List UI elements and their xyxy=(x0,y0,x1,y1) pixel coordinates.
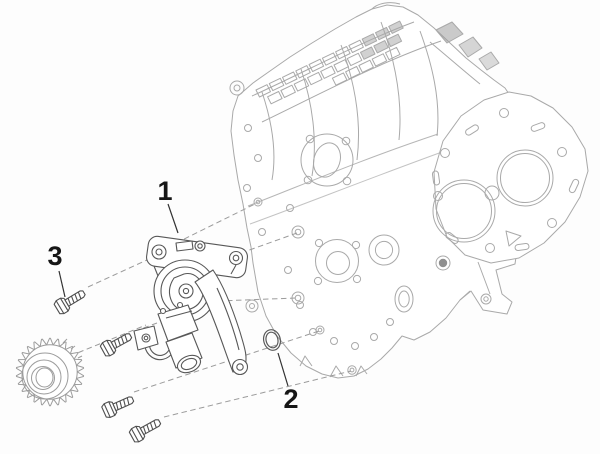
oval-port xyxy=(394,285,414,313)
balance-shaft-opening xyxy=(313,238,362,286)
callout-1-label: 1 xyxy=(157,176,172,206)
o-ring-seal xyxy=(262,329,282,351)
dowel-hole xyxy=(435,255,451,271)
head-gasket xyxy=(431,91,589,264)
callout-1: 1 xyxy=(157,176,179,234)
pump-pickup xyxy=(157,304,199,342)
cylinder-bore xyxy=(432,149,554,243)
pump-arm xyxy=(194,269,247,373)
screw-3 xyxy=(100,391,137,420)
callout-3: 3 xyxy=(47,241,66,298)
crankshaft-opening xyxy=(300,133,354,187)
bolt-holes xyxy=(243,124,394,350)
crankcase-silhouette xyxy=(230,4,518,379)
callout-3-label: 3 xyxy=(47,241,62,271)
oil-pump-assembly xyxy=(133,235,249,376)
mounting-ear xyxy=(229,80,259,313)
gasket-holes xyxy=(431,108,580,253)
screw-2 xyxy=(98,328,135,359)
callout-2: 2 xyxy=(277,352,299,414)
callouts: 1 2 3 xyxy=(47,176,298,414)
cam-shadow xyxy=(435,21,464,44)
gasket-outline xyxy=(433,91,589,264)
engine-crankcase xyxy=(229,2,518,379)
mounting-bosses xyxy=(253,197,357,375)
screw-4 xyxy=(127,414,164,445)
timing-sprocket xyxy=(15,337,85,407)
callout-2-label: 2 xyxy=(283,384,298,414)
screw-1 xyxy=(52,285,89,316)
bearing-boss xyxy=(368,234,400,266)
sprocket-bore xyxy=(31,366,55,390)
